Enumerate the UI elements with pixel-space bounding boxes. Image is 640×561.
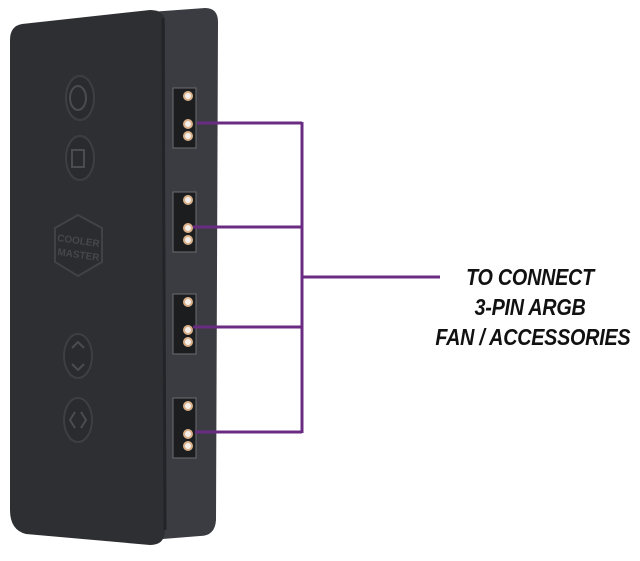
argb-port-3 (172, 293, 197, 355)
speed-button (63, 333, 93, 379)
port-pin (183, 131, 193, 141)
leader-lines (193, 121, 440, 434)
argb-port-2 (172, 191, 197, 253)
port-pin (183, 195, 193, 205)
port-pin (183, 325, 193, 335)
argb-port-1 (172, 87, 197, 149)
port-pin (183, 441, 193, 451)
callout-line-2: 3-PIN ARGB (474, 294, 586, 320)
callout-label: TO CONNECT 3-PIN ARGB FAN / ACCESSORIES (435, 262, 631, 352)
device-front-face (10, 10, 165, 545)
port-pin (183, 235, 193, 245)
port-pin (183, 401, 193, 411)
callout-line-3: FAN / ACCESSORIES (435, 324, 631, 350)
mode-button (65, 135, 95, 181)
argb-port-4 (172, 397, 197, 459)
port-pin (183, 297, 193, 307)
port-pin (183, 429, 193, 439)
cooler-master-logo: COOLER MASTER (54, 213, 103, 278)
port-pin (183, 337, 193, 347)
callout-line-1: TO CONNECT (466, 264, 594, 290)
port-pin (183, 119, 193, 129)
device-side-face (150, 8, 218, 540)
port-pin (183, 223, 193, 233)
power-button (65, 75, 95, 121)
port-pin (183, 91, 193, 101)
color-button (63, 397, 93, 443)
